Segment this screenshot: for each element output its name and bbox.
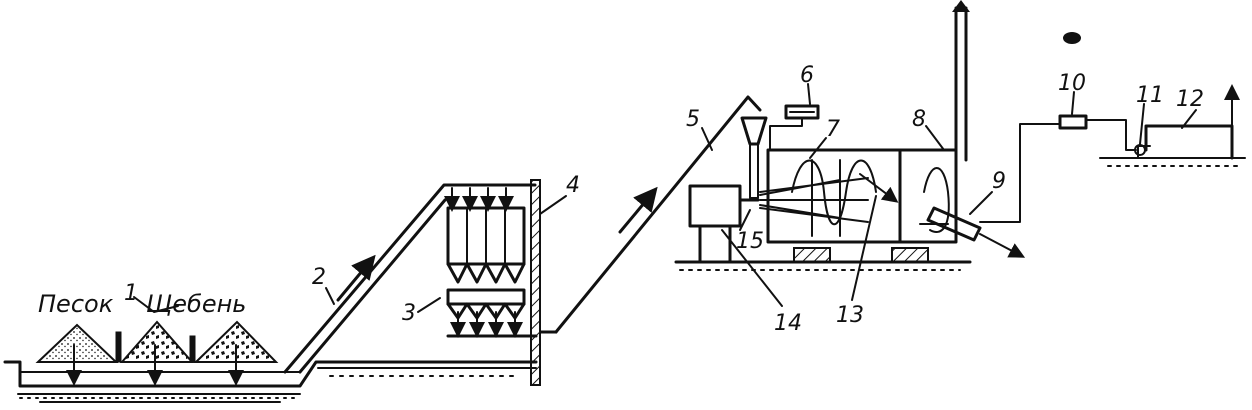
label-7: 7 <box>826 117 840 142</box>
pile-feed-arrows <box>66 344 244 386</box>
dust-device-6 <box>769 104 820 151</box>
label-15: 15 <box>736 229 764 254</box>
label-2: 2 <box>312 265 326 290</box>
leader-lines <box>133 83 1197 313</box>
pile-dividers <box>115 331 196 363</box>
label-1: 1 <box>124 281 138 306</box>
label-10: 10 <box>1058 71 1086 96</box>
ink-blot <box>1063 32 1081 44</box>
chimney <box>952 0 970 162</box>
conveyor-2 <box>283 183 537 374</box>
label-3: 3 <box>402 301 416 326</box>
post-4 <box>530 179 541 386</box>
label-8: 8 <box>912 107 926 132</box>
label-gravel: Щебень <box>146 290 246 318</box>
label-11: 11 <box>1136 83 1164 108</box>
burner-unit-14 <box>688 177 869 264</box>
pipeline <box>979 84 1240 223</box>
label-sand: Песок <box>38 290 114 318</box>
label-12: 12 <box>1176 87 1204 112</box>
label-4: 4 <box>566 173 580 198</box>
ground-left <box>3 360 538 403</box>
label-5: 5 <box>686 107 700 132</box>
conveyor-5 <box>539 95 762 334</box>
label-13: 13 <box>836 303 864 328</box>
discharge-chute-9 <box>919 206 1026 258</box>
hopper-top <box>740 116 768 199</box>
label-9: 9 <box>992 169 1006 194</box>
gravel-pile <box>119 320 279 363</box>
drying-drum-7 <box>766 148 958 263</box>
label-6: 6 <box>800 63 814 88</box>
sand-pile <box>35 323 119 363</box>
feeder-bins-3 <box>444 187 538 338</box>
label-14: 14 <box>774 311 802 336</box>
